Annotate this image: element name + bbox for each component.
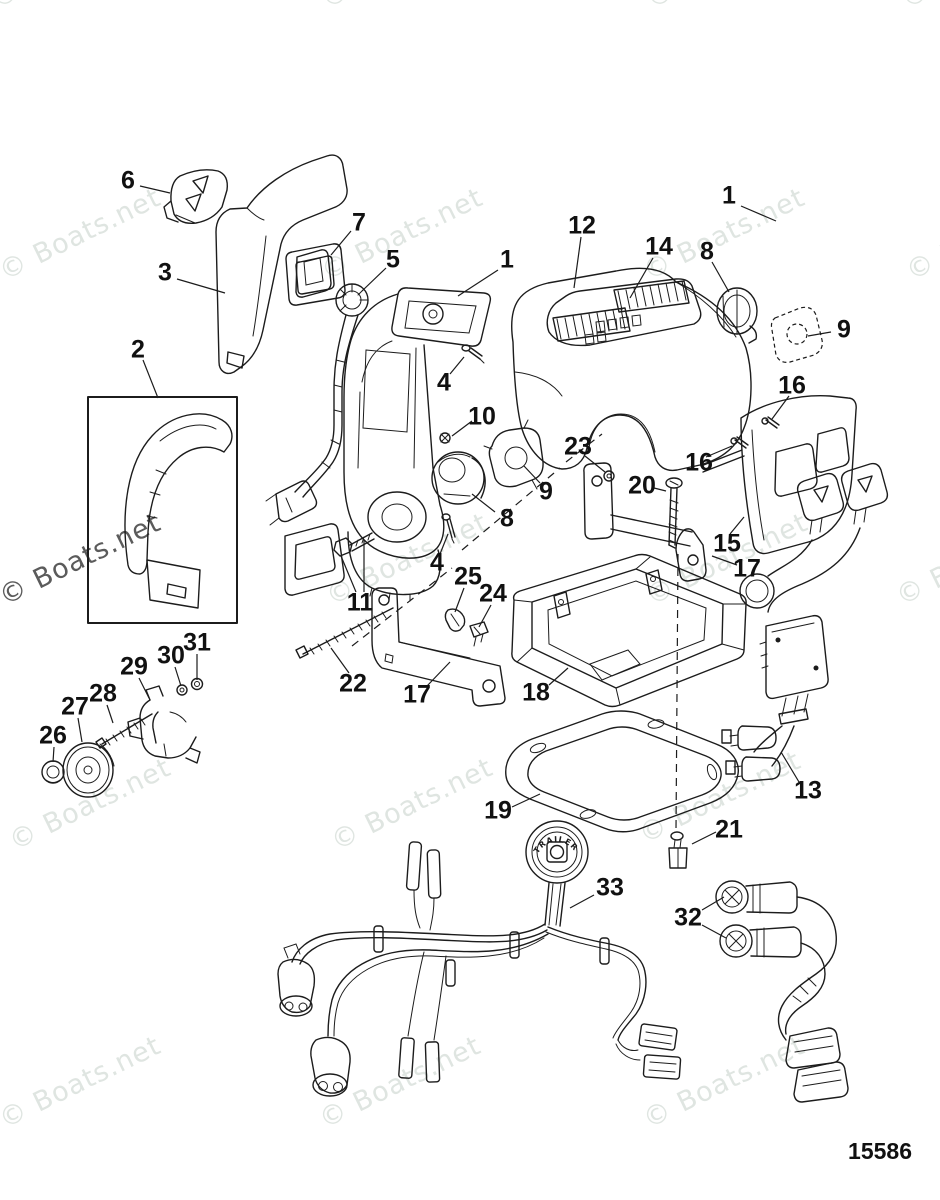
part-20-screw [665, 477, 683, 549]
part-8-bezel-right [716, 287, 758, 344]
part-7-grommet-pad [285, 243, 346, 306]
part-17-bracket-right [583, 462, 707, 582]
part-1-left-handle [343, 287, 492, 602]
part-30-nut [176, 684, 188, 696]
part-13-trim-harness [721, 462, 889, 782]
part-9-grommet-center [483, 419, 544, 490]
part-24-clip [469, 621, 489, 647]
part-2-boxed-cover [87, 396, 238, 624]
part-10-screw [439, 432, 451, 444]
part-14-vent-grilles [552, 280, 690, 345]
part-25-clip [444, 608, 466, 632]
part-23-nut [603, 470, 615, 482]
part-12-housing [511, 267, 752, 473]
part-8-bezel-center [431, 451, 486, 505]
part-17-bracket-left [371, 587, 506, 707]
part-27-drum [62, 742, 115, 798]
figure-number: 15586 [848, 1138, 912, 1164]
part-19-gasket [505, 710, 739, 833]
part-5-cable-connector [265, 283, 369, 526]
part-18-base-tray [511, 553, 747, 708]
part-6-switch-cap [163, 169, 228, 224]
part-28-screw [95, 713, 153, 749]
leader-lines [52, 185, 832, 939]
alignment-line-diagonal [351, 433, 603, 647]
part-26-cap [41, 760, 65, 784]
part-33-main-harness: TRAILER [277, 820, 682, 1097]
part-31-nut [190, 677, 204, 691]
part-15-side-plate [740, 394, 857, 555]
part-22-threaded-rod [295, 607, 394, 659]
part-11-bolt [333, 532, 375, 557]
part-29-clamp [127, 685, 201, 764]
part-21-screw-spacer [668, 831, 688, 869]
part-4-screws [441, 344, 485, 544]
part-9-grommet-right [770, 306, 823, 363]
part-3-handle-cover [215, 154, 348, 375]
alignment-line-vertical [675, 553, 679, 831]
part-16-screws [730, 416, 780, 449]
part-32-adapter-harness [715, 880, 849, 1103]
part-mount-pad [284, 523, 345, 596]
